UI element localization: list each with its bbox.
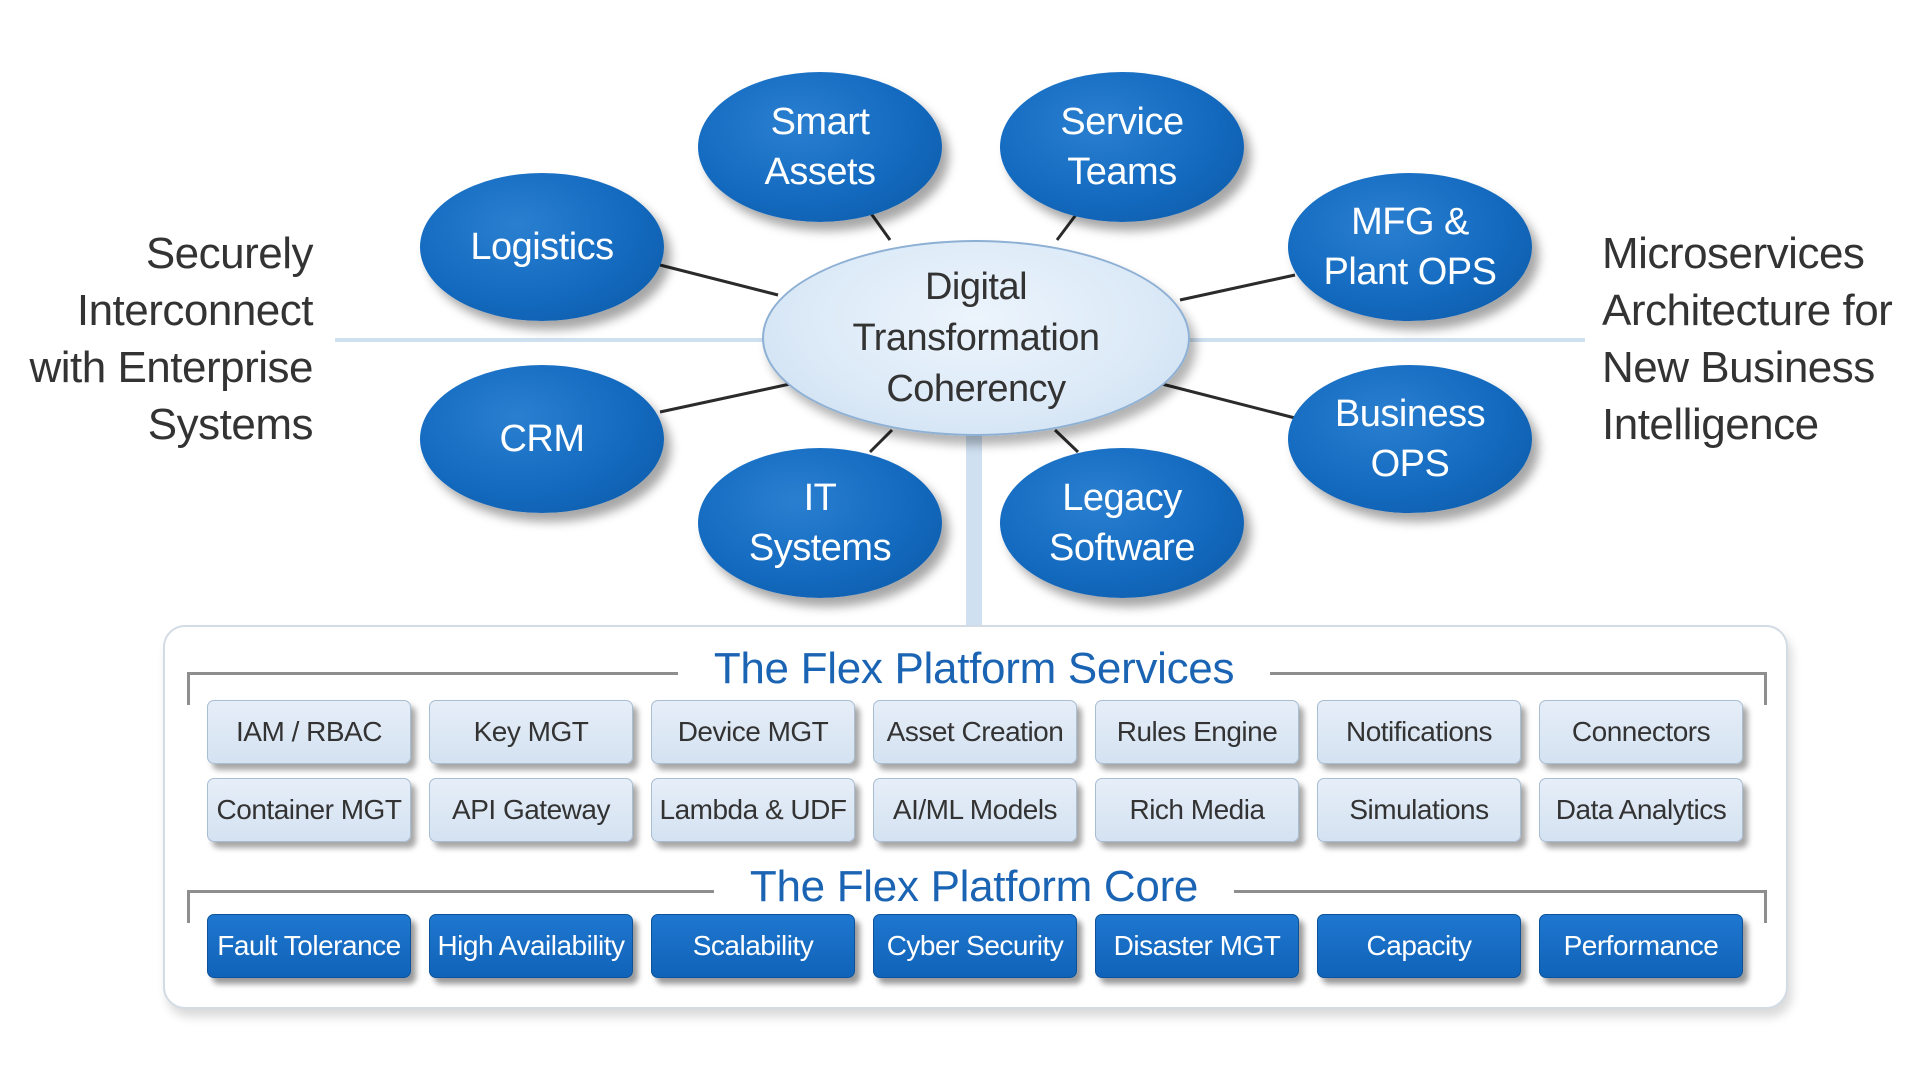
connector-business-ops	[1161, 382, 1296, 420]
node-mfg-plant-ops: MFG & Plant OPS	[1288, 173, 1532, 321]
node-label: Legacy Software	[1049, 477, 1195, 569]
connector-legacy-software	[1053, 428, 1080, 454]
connector-service-teams	[1055, 211, 1080, 241]
node-logistics: Logistics	[420, 173, 664, 321]
right-description-line: Microservices	[1602, 229, 1865, 278]
node-it-systems: IT Systems	[698, 448, 942, 598]
core-chip: Cyber Security	[873, 914, 1077, 978]
node-service-teams: Service Teams	[1000, 72, 1244, 222]
node-label: Service Teams	[1060, 101, 1184, 193]
service-chip: AI/ML Models	[873, 778, 1077, 842]
left-description: Securely Interconnect with Enterprise Sy…	[29, 225, 313, 453]
core-chip: Performance	[1539, 914, 1743, 978]
node-smart-assets: Smart Assets	[698, 72, 942, 222]
node-crm: CRM	[420, 365, 664, 513]
service-chip: API Gateway	[429, 778, 633, 842]
node-label: CRM	[499, 418, 585, 460]
service-chip: Connectors	[1539, 700, 1743, 764]
left-description-line: Interconnect	[76, 286, 314, 335]
core-chip: Disaster MGT	[1095, 914, 1299, 978]
core-chip: Capacity	[1317, 914, 1521, 978]
connector-it-systems	[868, 428, 894, 454]
left-description-line: Securely	[145, 229, 314, 278]
core-chip: High Availability	[429, 914, 633, 978]
service-chip: Data Analytics	[1539, 778, 1743, 842]
service-chip: Simulations	[1317, 778, 1521, 842]
service-chip: Key MGT	[429, 700, 633, 764]
service-chip: Rich Media	[1095, 778, 1299, 842]
node-label: Logistics	[470, 226, 614, 268]
core-chip: Fault Tolerance	[207, 914, 411, 978]
left-description-line: with Enterprise	[29, 343, 313, 392]
node-label: Business OPS	[1334, 393, 1486, 485]
left-description-line: Systems	[147, 400, 314, 449]
service-chip: Notifications	[1317, 700, 1521, 764]
hub-label: Digital Transformation Coherency	[852, 265, 1100, 410]
hub-digital-transformation-coherency: Digital Transformation Coherency	[762, 240, 1190, 436]
service-chip: Container MGT	[207, 778, 411, 842]
core-chip: Scalability	[651, 914, 855, 978]
core-title: The Flex Platform Core	[0, 862, 1920, 912]
services-title: The Flex Platform Services	[0, 644, 1920, 694]
node-label: Smart Assets	[764, 101, 876, 193]
right-description-line: Intelligence	[1602, 400, 1819, 449]
node-label: MFG & Plant OPS	[1323, 201, 1497, 293]
right-description: Microservices Architecture for New Busin…	[1602, 225, 1893, 453]
node-business-ops: Business OPS	[1288, 365, 1532, 513]
node-legacy-software: Legacy Software	[1000, 448, 1244, 598]
service-chip: Lambda & UDF	[651, 778, 855, 842]
core-title-text: The Flex Platform Core	[713, 862, 1235, 911]
service-chip: Device MGT	[651, 700, 855, 764]
service-chip: Asset Creation	[873, 700, 1077, 764]
connector-smart-assets	[868, 211, 892, 241]
right-description-line: New Business	[1602, 343, 1875, 392]
services-title-text: The Flex Platform Services	[677, 644, 1271, 693]
connector-logistics	[659, 263, 779, 297]
connector-mfg-plant-ops	[1179, 273, 1296, 302]
node-label: IT Systems	[748, 477, 892, 569]
service-chip: Rules Engine	[1095, 700, 1299, 764]
connector-crm	[659, 382, 791, 414]
right-description-line: Architecture for	[1602, 286, 1893, 335]
service-chip: IAM / RBAC	[207, 700, 411, 764]
